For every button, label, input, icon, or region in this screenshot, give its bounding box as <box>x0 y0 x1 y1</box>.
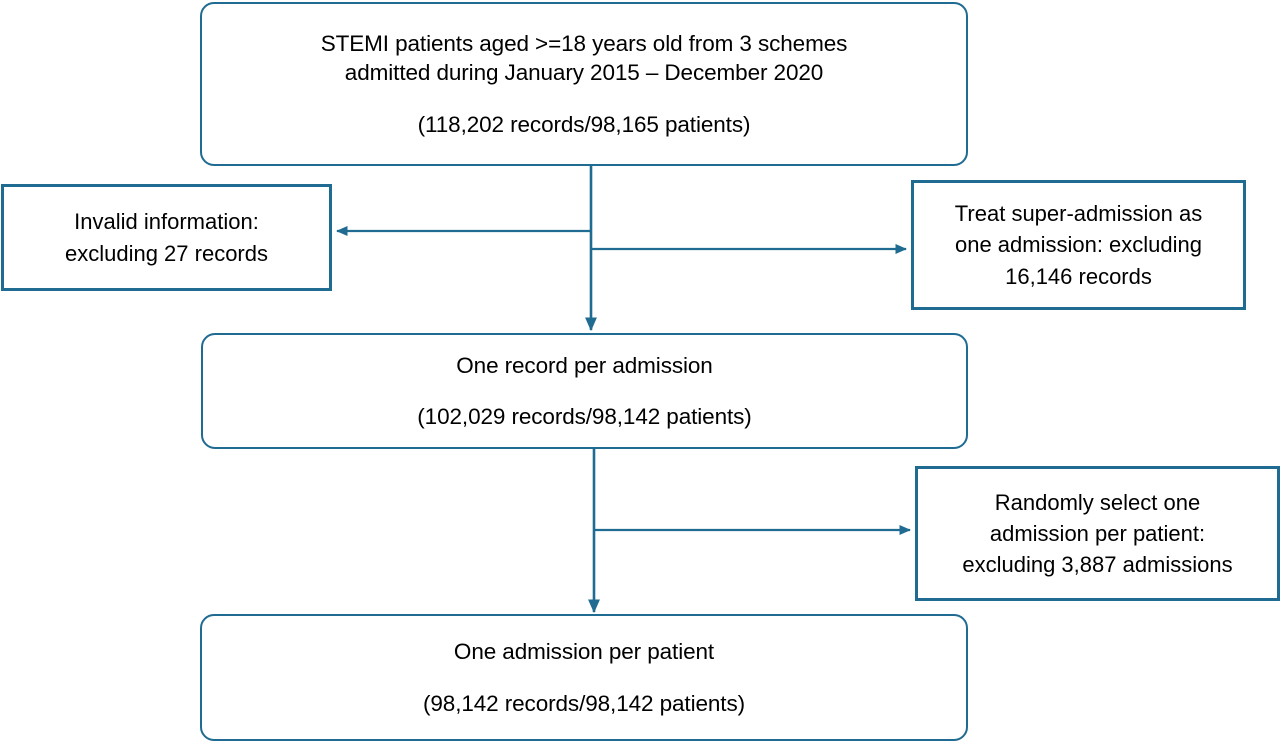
node-exclusion-random-selection: Randomly select one admission per patien… <box>915 466 1280 601</box>
node-exclusion-super-admission-line2: one admission: excluding <box>954 232 1203 258</box>
node-one-record-per-admission-counts: (102,029 records/98,142 patients) <box>417 404 752 429</box>
node-one-admission-per-patient: One admission per patient (98,142 record… <box>200 614 968 741</box>
node-one-admission-per-patient-label: One admission per patient <box>453 639 715 665</box>
node-one-record-per-admission-label: One record per admission <box>456 352 713 378</box>
node-source-cohort-counts: (118,202 records/98,165 patients) <box>417 111 751 137</box>
node-one-admission-per-patient-counts: (98,142 records/98,142 patients) <box>422 690 745 716</box>
node-source-cohort-line2: admitted during January 2015 – December … <box>344 60 824 86</box>
node-exclusion-random-selection-line2: admission per patient: <box>989 520 1206 546</box>
node-exclusion-super-admission-line1: Treat super-admission as <box>954 201 1203 227</box>
node-exclusion-super-admission: Treat super-admission as one admission: … <box>911 180 1246 310</box>
node-one-record-per-admission: One record per admission (102,029 record… <box>201 333 968 449</box>
node-exclusion-invalid-information-line1: Invalid information: <box>74 209 259 235</box>
node-source-cohort-line1: STEMI patients aged >=18 years old from … <box>320 31 848 57</box>
node-exclusion-super-admission-line3: 16,146 records <box>1005 263 1152 289</box>
node-exclusion-invalid-information-line2: excluding 27 records <box>64 240 268 266</box>
node-source-cohort: STEMI patients aged >=18 years old from … <box>200 2 968 166</box>
node-exclusion-random-selection-line3: excluding 3,887 admissions <box>962 552 1233 578</box>
node-exclusion-invalid-information: Invalid information: excluding 27 record… <box>1 184 332 291</box>
node-exclusion-random-selection-line1: Randomly select one <box>994 489 1201 515</box>
